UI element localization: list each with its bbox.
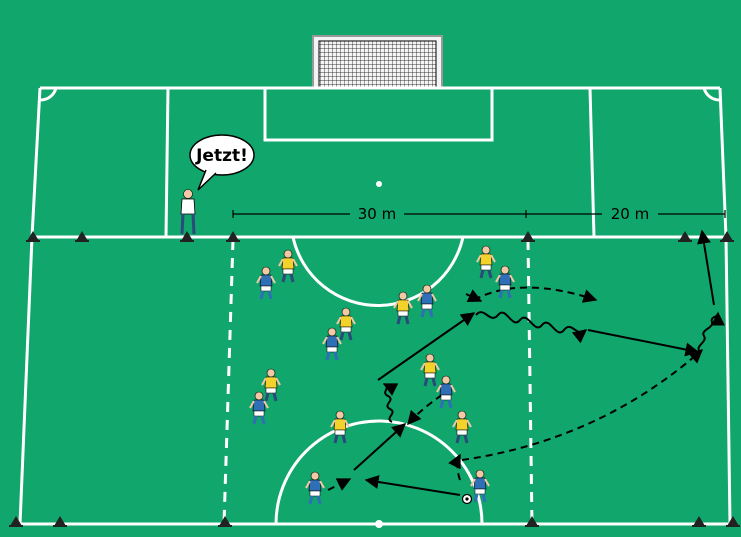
goal-icon (313, 36, 442, 88)
dimension-label-20m: 20 m (611, 205, 649, 223)
speech-bubble-text: Jetzt! (195, 146, 248, 166)
center-spot (375, 520, 383, 528)
ball-icon (463, 495, 472, 504)
dimension-label-30m: 30 m (358, 205, 396, 223)
penalty-spot (376, 181, 382, 187)
